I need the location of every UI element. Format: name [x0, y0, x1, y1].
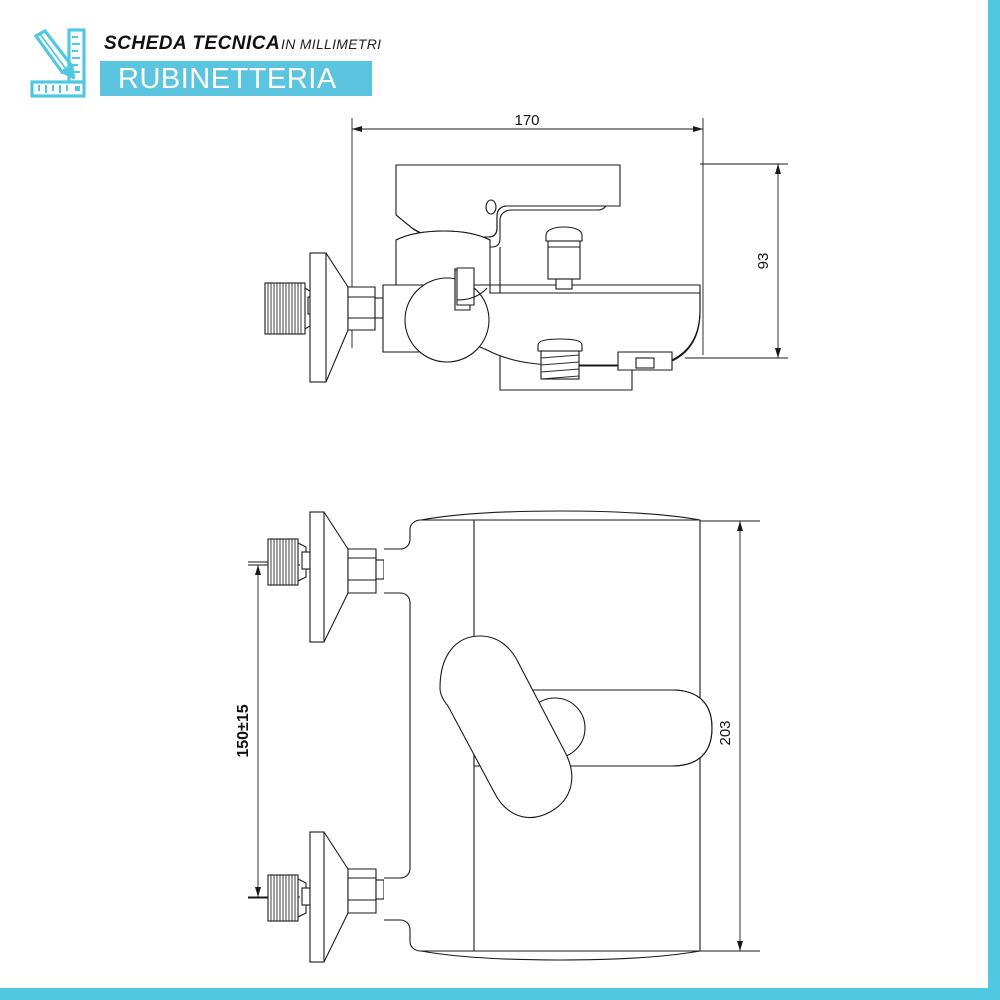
dimension-203: 203	[700, 520, 760, 952]
threaded-inlet-lower	[248, 874, 311, 922]
hex-nut	[347, 286, 384, 331]
dimension-150-label: 150±15	[235, 704, 252, 757]
escutcheon-cone-upper	[309, 511, 349, 643]
page-title: SCHEDA TECNICA	[104, 33, 281, 54]
bath-mixer-side-view: 170 93	[264, 112, 788, 391]
category-banner	[100, 61, 372, 96]
lever-handle-front	[439, 635, 573, 819]
threaded-inlet	[264, 282, 317, 335]
unit-note: IN MILLIMETRI	[281, 36, 382, 52]
pencil-ruler-icon	[30, 28, 86, 98]
cartridge-barrel	[395, 230, 491, 286]
dimension-150: 150±15	[235, 564, 300, 898]
bath-mixer-front-view: 150±15 203	[235, 510, 760, 963]
threaded-inlet-upper	[248, 538, 311, 586]
dimension-170-label: 170	[514, 112, 539, 129]
dimension-203-label: 203	[717, 720, 734, 745]
dimension-170: 170	[351, 112, 704, 355]
escutcheon-cone	[309, 252, 349, 383]
hex-nut-upper	[347, 548, 385, 594]
diverter-button	[545, 226, 583, 290]
escutcheon-cone-lower	[309, 831, 349, 963]
page-edge-accent-bottom	[0, 988, 1000, 1000]
category-banner-label: RUBINETTERIA	[118, 63, 337, 95]
datasheet-header: SCHEDA TECNICA IN MILLIMETRI RUBINETTERI…	[0, 0, 1000, 110]
hose-outlet	[537, 338, 583, 380]
spout	[439, 284, 701, 371]
hex-nut-lower	[347, 868, 385, 914]
dimension-93-label: 93	[755, 253, 772, 270]
dimension-93: 93	[685, 163, 788, 359]
page-edge-accent-right	[988, 0, 1000, 1000]
